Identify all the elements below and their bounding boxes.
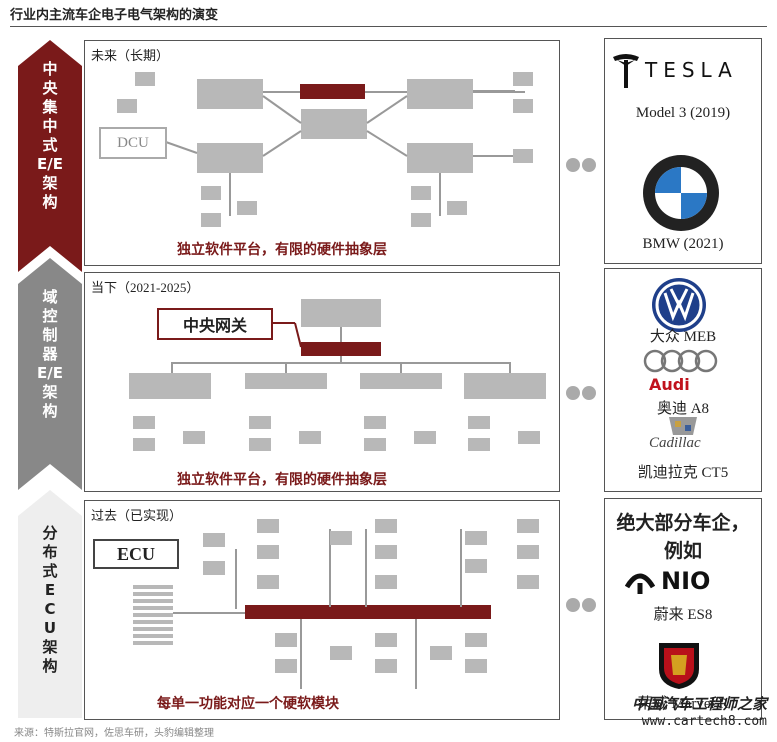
roewe-icon (655, 639, 703, 691)
panel-past-footer: 每单一功能对应一个硬软模块 (157, 696, 339, 712)
panel-future: 未来（长期） DCU 独立软件平台，有限的硬件抽象层 (84, 40, 560, 266)
panel-present-label: 当下（2021-2025） (91, 280, 200, 295)
arrow-char: 域 (42, 288, 58, 306)
vw-logo (651, 277, 707, 333)
domain-controller (129, 373, 211, 399)
central-gateway-callout: 中央网关 (157, 308, 273, 340)
ecu-callout: ECU (93, 539, 179, 569)
panel-present-footer: 独立软件平台，有限的硬件抽象层 (177, 472, 387, 488)
central-computer (301, 299, 381, 327)
arrow-char: 集 (42, 98, 58, 116)
arrow-char: 式 (42, 136, 58, 154)
panel-present: 当下（2021-2025） 中央网关 独立软件平台，有限的硬件抽象层 (84, 272, 560, 492)
audi-rings-logo (643, 349, 719, 373)
arrow-char: 架 (42, 638, 58, 656)
tesla-wordmark: TESLA (645, 58, 738, 82)
connector-dots (566, 158, 596, 172)
panel-past-label: 过去（已实现） (91, 508, 183, 523)
nio-logo (624, 569, 656, 595)
connector-dots (566, 386, 596, 400)
arrow-char: 布 (42, 543, 58, 561)
arrow-char: 分 (42, 524, 58, 542)
ecu-stack (133, 585, 173, 647)
central-compute-bar (300, 84, 365, 99)
zone-controller (197, 143, 263, 173)
watermark: 中国汽车工程师之家 (631, 695, 767, 713)
domain-controller (245, 373, 327, 389)
cadillac-wordmark: Cadillac (649, 435, 701, 451)
arrow-char: 架 (42, 174, 58, 192)
brands-past: 绝大部分车企，例如 NIO 蔚来 ES8 荣威 Marvel R (604, 498, 762, 720)
watermark-url: www.cartech8.com (641, 714, 767, 729)
zone-controller (407, 79, 473, 109)
arrow-char: C (44, 600, 56, 618)
domain-controller (360, 373, 442, 389)
page-title: 行业内主流车企电子电气架构的演变 (10, 8, 219, 23)
title-divider (10, 26, 767, 27)
past-heading: 绝大部分车企，例如 (616, 512, 750, 562)
brand-caption: Model 3 (2019) (635, 105, 731, 121)
arrow-char: 中 (42, 60, 58, 78)
arrow-char: E (44, 581, 56, 599)
arrow-char: 中 (42, 117, 58, 135)
central-gateway-bar (301, 342, 381, 356)
arrow-char: 构 (42, 402, 58, 420)
source-note: 来源：特斯拉官网，佐思车研，头豹编辑整理 (14, 728, 214, 739)
cadillac-crest-logo (669, 417, 697, 435)
brand-caption: 蔚来 ES8 (653, 607, 713, 623)
arrow-char: 控 (42, 307, 58, 325)
arrow-char: 架 (42, 383, 58, 401)
panel-future-footer: 独立软件平台，有限的硬件抽象层 (177, 242, 387, 258)
arrow-char: 式 (42, 562, 58, 580)
audi-wordmark: Audi (649, 375, 690, 394)
central-computer (301, 109, 367, 139)
brand-caption: 凯迪拉克 CT5 (637, 465, 729, 481)
bmw-logo (641, 153, 721, 233)
arrow-char: 构 (42, 193, 58, 211)
brand-caption: BMW (2021) (642, 236, 724, 252)
arrow-char: 央 (42, 79, 58, 97)
panel-past: 过去（已实现） ECU 每单一功能对应一个硬软模块 (84, 500, 560, 720)
nio-wordmark: NIO (661, 567, 711, 595)
arrow-char: U (43, 619, 57, 637)
arrow-char: E/E (37, 155, 63, 173)
brand-caption: 奥迪 A8 (656, 401, 710, 417)
dcu-callout: DCU (99, 127, 167, 159)
tesla-logo: TESLA (611, 51, 757, 91)
arrow-char: 构 (42, 657, 58, 675)
brand-caption: 荣威 Marvel R (637, 696, 729, 712)
domain-controller (464, 373, 546, 399)
connector-dots (566, 598, 596, 612)
central-bus-bar (245, 605, 491, 619)
brand-caption: 大众 MEB (649, 329, 717, 345)
arrow-char: E/E (37, 364, 63, 382)
brands-present: 大众 MEB Audi 奥迪 A8 Cadillac 凯迪拉克 CT5 (604, 268, 762, 492)
arrow-char: 器 (42, 345, 58, 363)
arrow-char: 制 (42, 326, 58, 344)
brands-future: TESLA Model 3 (2019) BMW (2021) (604, 38, 762, 264)
zone-controller (407, 143, 473, 173)
panel-future-label: 未来（长期） (91, 48, 170, 63)
zone-controller (197, 79, 263, 109)
